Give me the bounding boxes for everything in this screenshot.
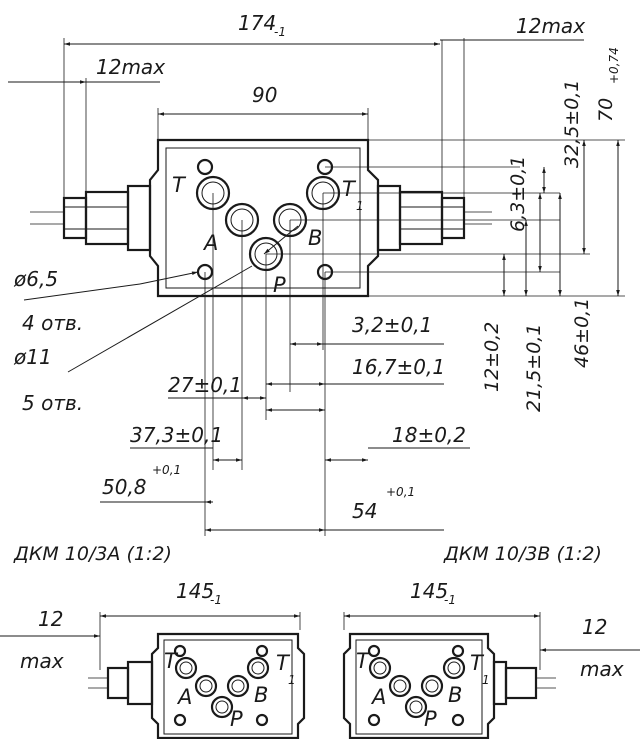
dim-h-6-3: 6,3±0,1 [507,156,529,232]
left-actuator [30,184,152,252]
port-label-p: P [273,273,286,297]
port-3a-b: B [254,683,268,707]
dim-3a-length: 145 [176,579,214,603]
port-label-t: T [172,173,187,197]
hole-small-count: 4 отв. [22,311,83,335]
dim-overhang-right: 12max [516,14,585,38]
dim-x-3-2: 3,2±0,1 [352,313,432,337]
dim-height-total-tol: +0,74 [607,47,621,84]
port-3b-t1: T [470,651,485,675]
right-actuator [376,184,492,252]
dim-h-21-5: 21,5±0,1 [523,324,545,412]
dim-x-27: 27±0,1 [168,373,242,397]
port-label-t1: T [342,177,357,201]
view-3a: ДКМ 10/3А (1:2) 145 -1 12 max T T 1 A B … [0,543,306,739]
view-3b: ДКМ 10/3В (1:2) 145 -1 12 max T T 1 A B … [342,543,640,739]
dim-body-width: 90 [252,83,277,107]
caption-3a: ДКМ 10/3А (1:2) [13,543,172,565]
port-3a-t1: T [276,651,291,675]
hole-large-dia: ø11 [13,345,52,369]
port-3a-p: P [230,707,243,731]
port-3b-t1-sub: 1 [482,673,490,687]
dim-h-46: 46±0,1 [571,298,593,368]
dim-h-32-5: 32,5±0,1 [561,80,583,168]
port-holes [195,158,341,281]
valve-body-inner [165,147,361,289]
port-3b-t: T [356,649,371,673]
dim-total-length-tol: -1 [274,25,286,39]
dim-x-16-7: 16,7±0,1 [352,355,445,379]
caption-3b: ДКМ 10/3В (1:2) [443,543,602,565]
dim-x-37-3: 37,3±0,1 [130,423,223,447]
port-3b-b: B [448,683,462,707]
dim-x-54: 54 [352,499,377,523]
port-3a-a: A [176,685,192,709]
dim-total-length: 174 [238,11,276,35]
dim-3a-overhang-unit: max [20,649,64,673]
dim-height-total: 70 [595,98,617,122]
port-3a-t: T [164,649,179,673]
port-3b-p: P [424,707,437,731]
port-label-b: B [308,226,322,250]
dim-x-50-8-tol: +0,1 [152,463,181,477]
dim-3b-length: 145 [410,579,448,603]
dim-h-12: 12±0,2 [481,322,503,392]
dim-x-54-tol: +0,1 [386,485,415,499]
main-view: T T 1 A B P 174 -1 12max 12max 90 [8,11,625,536]
hole-large-count: 5 отв. [22,391,83,415]
port-label-t1-sub: 1 [356,199,364,213]
port-label-a: A [202,231,218,255]
port-3a-t1-sub: 1 [288,673,296,687]
small-hole [196,158,214,176]
dim-overhang-left: 12max [96,55,165,79]
dim-x-50-8: 50,8 [102,475,147,499]
dim-3b-overhang-unit: max [580,657,624,681]
valve-body-outline [148,138,380,298]
port-3b-a: A [370,685,386,709]
dim-x-18: 18±0,2 [392,423,466,447]
dim-3b-length-tol: -1 [444,593,456,607]
dim-3a-length-tol: -1 [210,593,222,607]
dim-3a-overhang: 12 [38,607,63,631]
dim-3b-overhang: 12 [582,615,607,639]
hole-small-dia: ø6,5 [13,267,58,291]
